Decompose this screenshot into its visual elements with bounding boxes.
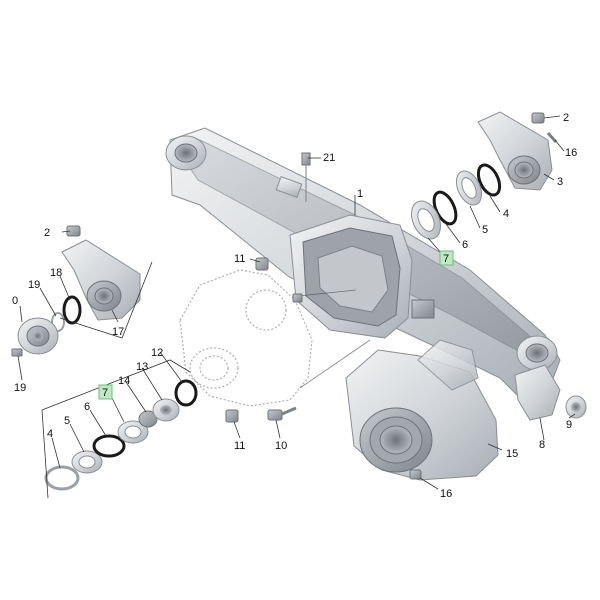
- svg-text:6: 6: [84, 401, 90, 413]
- bolt-16-lower: [409, 469, 422, 480]
- svg-text:19: 19: [28, 279, 40, 291]
- callout-8: 8: [539, 439, 545, 451]
- left-knuckle: [61, 239, 141, 321]
- svg-text:15: 15: [506, 448, 518, 460]
- callout-21: 21: [323, 152, 335, 164]
- callout-14: 14: [118, 375, 130, 387]
- callout-13: 13: [136, 361, 148, 373]
- callout-15: 15: [506, 448, 518, 460]
- callout-19-upper: 19: [28, 279, 40, 291]
- bolt-right-16: [546, 132, 558, 143]
- svg-text:14: 14: [118, 375, 130, 387]
- callout-3: 3: [557, 176, 563, 188]
- callout-2-right: 2: [563, 112, 569, 124]
- callout-1: 1: [357, 188, 363, 200]
- callout-5-left: 5: [64, 415, 70, 427]
- svg-text:3: 3: [557, 176, 563, 188]
- callout-16-right: 16: [565, 147, 577, 159]
- callout-16-lower: 16: [440, 488, 452, 500]
- ring-19: [51, 312, 65, 332]
- callout-9: 9: [566, 419, 572, 431]
- bolt-center: [292, 293, 303, 303]
- right-knuckle: [477, 111, 553, 191]
- callout-4-left: 4: [47, 428, 53, 440]
- callout-11-upper: 11: [234, 253, 245, 265]
- svg-text:1: 1: [357, 188, 363, 200]
- callout-7-right-highlight: 7: [439, 250, 454, 266]
- svg-text:2: 2: [44, 227, 50, 239]
- svg-text:4: 4: [47, 428, 53, 440]
- svg-text:13: 13: [136, 361, 148, 373]
- left-bearing-stack: [44, 379, 198, 491]
- svg-text:9: 9: [566, 419, 572, 431]
- svg-text:18: 18: [50, 267, 62, 279]
- hub-0: [17, 317, 59, 355]
- svg-text:7: 7: [102, 387, 108, 399]
- svg-text:16: 16: [565, 147, 577, 159]
- svg-text:11: 11: [234, 253, 245, 265]
- svg-text:8: 8: [539, 439, 545, 451]
- svg-text:19: 19: [14, 382, 26, 394]
- callout-10: 10: [275, 440, 287, 452]
- callout-18: 18: [50, 267, 62, 279]
- nut-right: [531, 112, 545, 124]
- svg-text:6: 6: [462, 239, 468, 251]
- callout-4-right: 4: [503, 208, 509, 220]
- svg-text:0: 0: [12, 295, 18, 307]
- bolt-19-lower: [11, 348, 23, 357]
- callout-12: 12: [151, 347, 163, 359]
- svg-text:7: 7: [443, 253, 449, 265]
- callout-6-left: 6: [84, 401, 90, 413]
- axle-housing: [165, 127, 561, 401]
- diff-carrier-outline: [179, 269, 313, 407]
- callout-19-lower: 19: [14, 382, 26, 394]
- callout-7-left-highlight: 7: [98, 384, 113, 400]
- leader-lines: [17, 115, 576, 490]
- final-drive-housing: [345, 339, 499, 481]
- svg-text:16: 16: [440, 488, 452, 500]
- svg-text:10: 10: [275, 440, 287, 452]
- right-bearing-stack: [410, 163, 502, 240]
- end-cap-8: [514, 364, 561, 421]
- bolt-10: [267, 406, 297, 421]
- callout-5-right: 5: [482, 224, 488, 236]
- svg-text:4: 4: [503, 208, 509, 220]
- bushing-9: [565, 395, 587, 419]
- callout-0: 0: [12, 295, 18, 307]
- bolt-11-lower: [225, 409, 239, 423]
- callout-17: 17: [112, 326, 124, 338]
- svg-text:12: 12: [151, 347, 163, 359]
- seal-18: [62, 295, 82, 325]
- svg-text:11: 11: [234, 440, 245, 452]
- svg-text:2: 2: [563, 112, 569, 124]
- svg-text:21: 21: [323, 152, 335, 164]
- callout-11-lower: 11: [234, 440, 245, 452]
- callout-6-right: 6: [462, 239, 468, 251]
- svg-text:17: 17: [112, 326, 124, 338]
- callout-2-left: 2: [44, 227, 50, 239]
- breather-fitting: [301, 152, 311, 202]
- svg-text:5: 5: [64, 415, 70, 427]
- bolt-11-upper: [255, 257, 269, 271]
- svg-text:5: 5: [482, 224, 488, 236]
